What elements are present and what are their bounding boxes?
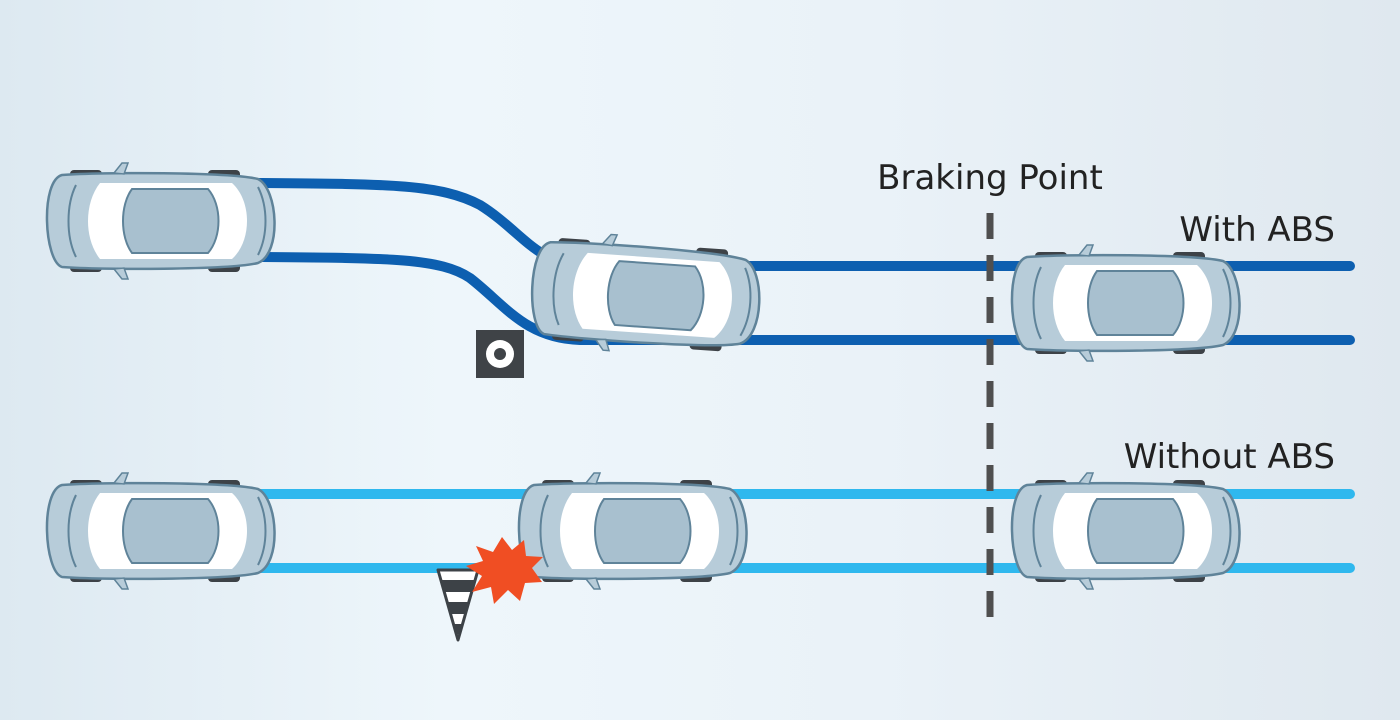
car-without-abs-end <box>1010 471 1241 591</box>
braking-point-label: Braking Point <box>877 158 1103 198</box>
target-box-icon <box>476 330 524 378</box>
traffic-cone-icon <box>436 568 480 642</box>
car-with-abs-start <box>45 161 276 281</box>
with-abs-label: With ABS <box>1179 210 1335 250</box>
car-without-abs-start <box>45 471 276 591</box>
without-abs-label: Without ABS <box>1124 437 1335 477</box>
collision-burst-icon <box>466 537 543 604</box>
car-without-abs-crash <box>517 471 748 591</box>
car-with-abs-end <box>1010 243 1241 363</box>
